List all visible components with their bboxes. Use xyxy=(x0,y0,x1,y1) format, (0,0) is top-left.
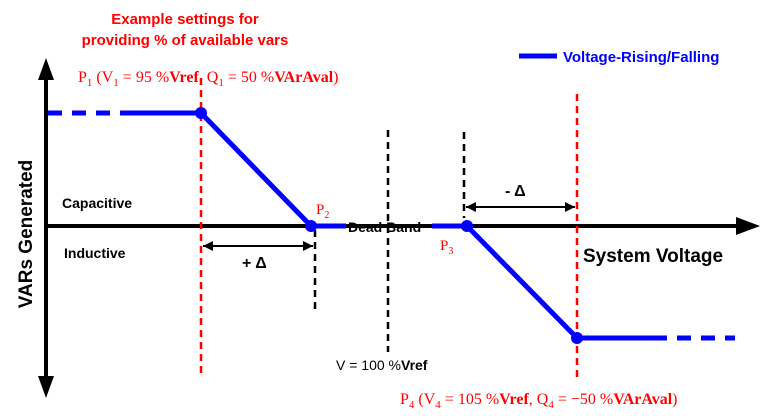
vref-label: V = 100 %Vref xyxy=(336,357,428,373)
legend: Voltage-Rising/Falling xyxy=(519,49,719,66)
curve-right-segment xyxy=(432,223,653,341)
point-p2-marker xyxy=(305,220,317,232)
x-axis-label: System Voltage xyxy=(583,246,723,267)
curve-left-segment xyxy=(122,110,346,229)
plus-delta-arrow xyxy=(203,241,313,251)
inductive-label: Inductive xyxy=(64,245,126,261)
p1-label: P1 (V1 = 95 %Vref, Q1 = 50 %VArAval) xyxy=(78,69,338,89)
legend-label: Voltage-Rising/Falling xyxy=(563,49,719,66)
y-axis-label: VARs Generated xyxy=(16,160,37,309)
header-line-2: providing % of available vars xyxy=(82,32,289,49)
p3-label: P3 xyxy=(440,238,453,257)
x-axis xyxy=(46,217,760,235)
p2-label: P2 xyxy=(316,202,329,221)
point-p1-marker xyxy=(195,107,207,119)
capacitive-label: Capacitive xyxy=(62,195,132,211)
dead-band-label: Dead Band xyxy=(348,219,421,235)
p4-label: P4 (V4 = 105 %Vref, Q4 = −50 %VArAval) xyxy=(400,391,678,411)
plus-delta-label: + Δ xyxy=(242,255,267,272)
point-p4-marker xyxy=(571,332,583,344)
minus-delta-label: - Δ xyxy=(505,183,526,200)
volt-var-curve xyxy=(48,107,735,344)
point-p3-marker xyxy=(461,220,473,232)
minus-delta-arrow xyxy=(466,202,575,212)
header-line-1: Example settings for xyxy=(111,11,259,28)
